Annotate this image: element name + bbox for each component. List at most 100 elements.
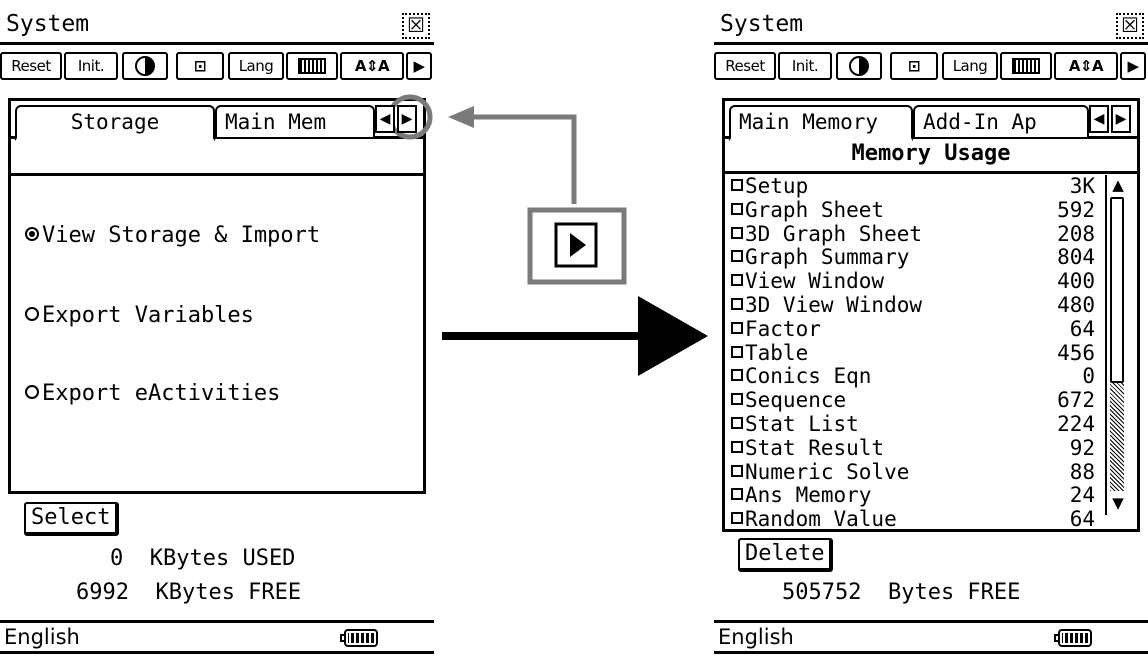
battery-icon [340, 629, 378, 647]
tab-strip: Main Memory Add-In Ap ◀ ▶ [725, 101, 1137, 141]
checkbox-icon[interactable] [731, 226, 743, 239]
memory-usage-heading: Memory Usage [851, 141, 1011, 166]
init-button[interactable]: Init. [64, 52, 118, 80]
memory-panel: Main Memory Add-In Ap ◀ ▶ Memory Usage S… [722, 98, 1140, 532]
option-label: View Storage & Import [42, 223, 321, 248]
checkbox-icon[interactable] [731, 179, 743, 191]
scroll-thumb[interactable] [1110, 197, 1124, 383]
close-icon[interactable]: ☒ [402, 13, 430, 39]
checkbox-icon[interactable] [731, 321, 743, 334]
tab-storage[interactable]: Storage [15, 105, 215, 141]
window-title: System [6, 11, 90, 37]
memory-item-value: 480 [1057, 292, 1095, 317]
font-button[interactable]: A⇕A [1054, 52, 1118, 80]
checkbox-icon[interactable] [731, 369, 743, 382]
status-language: English [4, 625, 80, 649]
checkbox-icon[interactable] [731, 416, 743, 429]
option-export-eactivities[interactable]: Export eActivities [25, 381, 280, 406]
tab-prev-button[interactable]: ◀ [1089, 105, 1109, 133]
font-button[interactable]: A⇕A [340, 52, 404, 80]
checkbox-icon[interactable] [731, 488, 743, 501]
memory-item[interactable]: Stat List 224 [731, 411, 1101, 437]
callout-box [527, 207, 627, 285]
delete-button[interactable]: Delete [738, 538, 834, 572]
toolbar-next-button[interactable]: ▶ [406, 52, 432, 80]
memory-item-name: Setup [745, 174, 809, 198]
free-text: 505752 Bytes FREE [782, 580, 1021, 605]
storage-panel: Storage Main Mem ◀ ▶ View Storage & Impo… [8, 98, 426, 494]
option-label: Export Variables [42, 303, 254, 328]
checkbox-icon[interactable] [731, 345, 743, 358]
close-icon[interactable]: ☒ [1116, 13, 1144, 39]
contrast-button[interactable] [836, 52, 882, 80]
scroll-track[interactable] [1110, 383, 1124, 491]
memory-item-value: 224 [1057, 411, 1095, 436]
checkbox-icon[interactable] [731, 512, 743, 525]
checkbox-icon[interactable] [731, 440, 743, 453]
memory-item-value: 208 [1057, 221, 1095, 246]
tab-main-memory[interactable]: Main Memory [729, 105, 913, 141]
tab-next-button[interactable]: ▶ [1111, 105, 1131, 133]
window-title: System [720, 11, 804, 37]
memory-item-value: 0 [1082, 364, 1095, 389]
tab-add-in-app[interactable]: Add-In Ap [913, 105, 1089, 137]
divider [725, 171, 1137, 174]
radio-icon [25, 307, 39, 321]
used-text: 0 KBytes USED [110, 546, 296, 571]
checkbox-icon[interactable] [731, 250, 743, 263]
lang-button[interactable]: Lang [942, 52, 998, 80]
battery-settings-icon: ⊡ [907, 57, 921, 75]
title-bar: System ☒ [714, 8, 1148, 45]
battery-settings-button[interactable]: ⊡ [890, 52, 938, 80]
option-export-variables[interactable]: Export Variables [25, 303, 254, 328]
select-button[interactable]: Select [24, 502, 120, 536]
keyboard-button[interactable] [286, 52, 338, 80]
tab-main-memory[interactable]: Main Mem [215, 105, 375, 137]
lang-button[interactable]: Lang [228, 52, 284, 80]
memory-item-name: Stat List [745, 411, 859, 436]
callout-arrowhead [448, 106, 474, 128]
left-screen: System ☒ Reset Init. ⊡ Lang A⇕A ▶ Storag… [0, 0, 434, 659]
contrast-button[interactable] [122, 52, 168, 80]
option-view-storage[interactable]: View Storage & Import [25, 223, 320, 248]
memory-item-value: 804 [1057, 245, 1095, 270]
checkbox-icon[interactable] [731, 202, 743, 215]
play-icon [570, 233, 586, 257]
checkbox-icon[interactable] [731, 274, 743, 287]
memory-item[interactable]: Conics Eqn 0 [731, 365, 1101, 389]
checkbox-icon[interactable] [731, 297, 743, 310]
toolbar-next-button[interactable]: ▶ [1120, 52, 1146, 80]
battery-settings-button[interactable]: ⊡ [176, 52, 224, 80]
tab-prev-button[interactable]: ◀ [375, 105, 395, 133]
memory-item-value: 672 [1057, 388, 1095, 413]
keyboard-icon [298, 58, 326, 74]
init-button[interactable]: Init. [778, 52, 832, 80]
memory-item-name: Table [745, 340, 809, 365]
reset-button[interactable]: Reset [714, 52, 776, 80]
reset-button[interactable]: Reset [0, 52, 62, 80]
memory-item-name: Conics Eqn [745, 364, 872, 389]
memory-item-value: 92 [1069, 435, 1095, 460]
free-text: 6992 KBytes FREE [76, 580, 302, 605]
keyboard-button[interactable] [1000, 52, 1052, 80]
scroll-up-icon[interactable]: ▲ [1112, 176, 1124, 194]
checkbox-icon[interactable] [731, 393, 743, 406]
scroll-down-icon[interactable]: ▼ [1112, 494, 1124, 512]
tab-next-button[interactable]: ▶ [397, 105, 417, 133]
checkbox-icon[interactable] [731, 464, 743, 477]
memory-item-name: Random Value [745, 507, 897, 532]
scrollbar[interactable]: ▲ ▼ [1105, 175, 1129, 515]
